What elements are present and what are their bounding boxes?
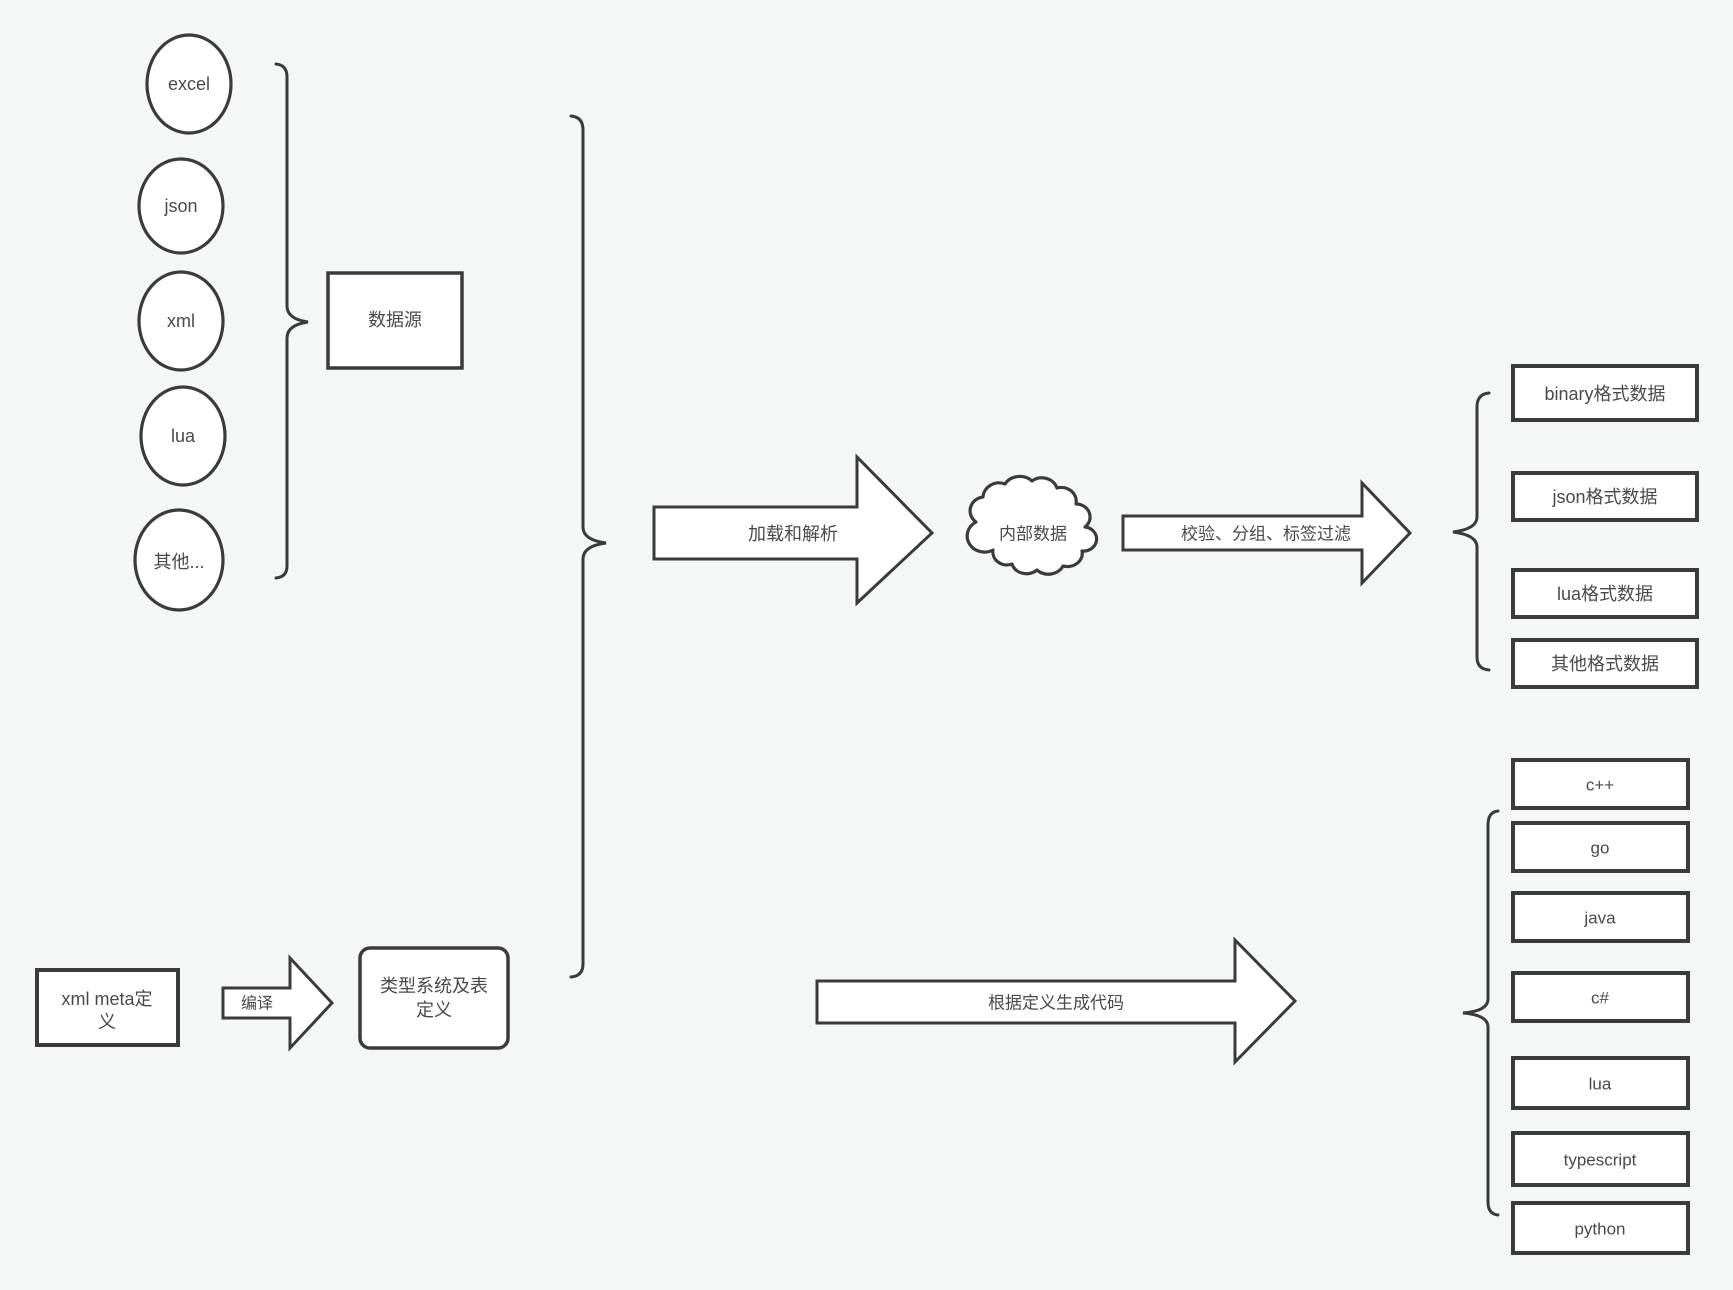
json-format-rect [1511,471,1699,522]
cpp-rect [1511,758,1690,810]
cloud-shape [965,474,1099,576]
other-format-rect [1511,638,1699,689]
compile-label: 编译 [241,995,273,1013]
binary-format-rect [1511,364,1699,422]
arrow-filter: 校验、分组、标签过滤 [1121,479,1413,587]
arrow-load-parse: 加载和解析 [652,453,935,607]
xml-meta-rect [35,968,180,1047]
sources-brace [274,62,309,580]
other-ellipse [133,508,225,612]
lua-format-label: lua格式数据 [1557,584,1653,604]
typescript-rect [1511,1131,1690,1187]
load-parse-label: 加载和解析 [748,524,838,544]
generate-label: 根据定义生成代码 [988,994,1124,1013]
generate-arrow-shape [815,936,1298,1066]
excel-ellipse [145,33,233,135]
type-system-rect [358,946,510,1050]
source-node-lua: lua [139,385,227,487]
lang-box-java: java [1511,891,1690,943]
typescript-label: typescript [1564,1151,1637,1170]
python-rect [1511,1201,1690,1255]
excel-label: excel [168,74,210,94]
arrow-generate-code: 根据定义生成代码 [815,936,1298,1066]
data-source-box: 数据源 [326,271,464,370]
type-system-label-line1: 类型系统及表 [380,976,488,996]
filter-label: 校验、分组、标签过滤 [1181,525,1351,544]
lua-lang-rect [1511,1056,1690,1110]
lua-format-rect [1511,568,1699,619]
other-format-label: 其他格式数据 [1551,654,1659,674]
binary-format-label: binary格式数据 [1544,384,1665,404]
type-system-label-line2: 定义 [416,1000,452,1020]
source-node-excel: excel [145,33,233,135]
xml-meta-box: xml meta定 义 [35,968,180,1047]
other-label: 其他... [153,552,204,572]
format-box-binary: binary格式数据 [1511,364,1699,422]
source-node-other: 其他... [133,508,225,612]
lang-box-go: go [1511,821,1690,873]
lang-box-python: python [1511,1201,1690,1255]
lang-box-csharp: c# [1511,971,1690,1023]
go-label: go [1591,839,1610,858]
data-source-label: 数据源 [368,310,422,330]
xml-meta-label-line2: 义 [98,1012,116,1032]
source-node-xml: xml [137,270,225,372]
json-label: json [163,196,197,216]
languages-brace [1462,809,1500,1217]
data-formats-brace [1452,391,1491,672]
lua-label: lua [171,426,196,446]
xml-label: xml [167,311,195,331]
xml-meta-label-line1: xml meta定 [61,989,152,1009]
java-rect [1511,891,1690,943]
format-box-lua: lua格式数据 [1511,568,1699,619]
csharp-label: c# [1591,989,1610,1008]
csharp-rect [1511,971,1690,1023]
cloud-internal-data: 内部数据 [965,474,1099,576]
arrow-compile: 编译 [221,954,335,1052]
source-node-json: json [137,157,225,255]
cpp-label: c++ [1586,776,1614,795]
lang-box-lua: lua [1511,1056,1690,1110]
main-brace [569,114,607,979]
type-system-box: 类型系统及表 定义 [358,946,510,1050]
load-parse-arrow-shape [652,453,935,607]
lua-ellipse [139,385,227,487]
format-box-other: 其他格式数据 [1511,638,1699,689]
lang-box-cpp: c++ [1511,758,1690,810]
java-label: java [1583,909,1616,928]
filter-arrow-shape [1121,479,1413,587]
xml-ellipse [137,270,225,372]
python-label: python [1574,1220,1625,1239]
internal-data-label: 内部数据 [999,525,1067,544]
json-ellipse [137,157,225,255]
format-box-json: json格式数据 [1511,471,1699,522]
go-rect [1511,821,1690,873]
data-source-rect [326,271,464,370]
lang-box-typescript: typescript [1511,1131,1690,1187]
lua-lang-label: lua [1589,1075,1612,1094]
compile-arrow-shape [221,954,335,1052]
json-format-label: json格式数据 [1551,487,1657,507]
